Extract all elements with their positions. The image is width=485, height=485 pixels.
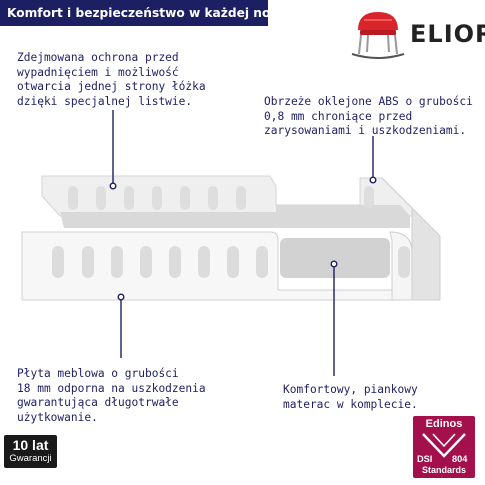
header-title: Komfort i bezpieczeństwo w każdej nocy!	[7, 6, 292, 20]
warranty-badge: 10 lat Gwarancji	[4, 435, 57, 468]
warranty-label: Gwarancji	[9, 453, 52, 464]
note-board-thickness: Płyta meblowa o grubości 18 mm odporna n…	[17, 367, 206, 424]
mattress-top	[60, 205, 410, 228]
back-slots	[68, 186, 374, 210]
mattress-front	[280, 238, 390, 278]
certificate-code-1: DSI	[417, 454, 433, 464]
certificate-code-2: 804	[452, 454, 468, 464]
warranty-years: 10 lat	[12, 437, 49, 453]
certificate-brand: Edinos	[425, 418, 463, 430]
note-mattress: Komfortowy, piankowy materac w komplecie…	[283, 383, 418, 411]
note-side-rail: Zdejmowana ochrona przed wypadnięciem i …	[17, 51, 206, 108]
checkmark-icon	[422, 433, 466, 458]
brand-name: ELIOR	[410, 20, 485, 48]
front-slots	[52, 246, 410, 278]
brand-logo: ELIOR	[348, 8, 485, 60]
certificate-standards: Standards	[421, 465, 466, 475]
note-abs-edge: Obrzeże oklejone ABS o grubości 0,8 mm c…	[264, 95, 473, 138]
chair-icon	[351, 12, 405, 59]
certificate-badge: Edinos DSI 804 Standards	[413, 416, 475, 478]
header-banner: Komfort i bezpieczeństwo w każdej nocy!	[0, 0, 291, 26]
bed-side-panel	[381, 177, 441, 301]
